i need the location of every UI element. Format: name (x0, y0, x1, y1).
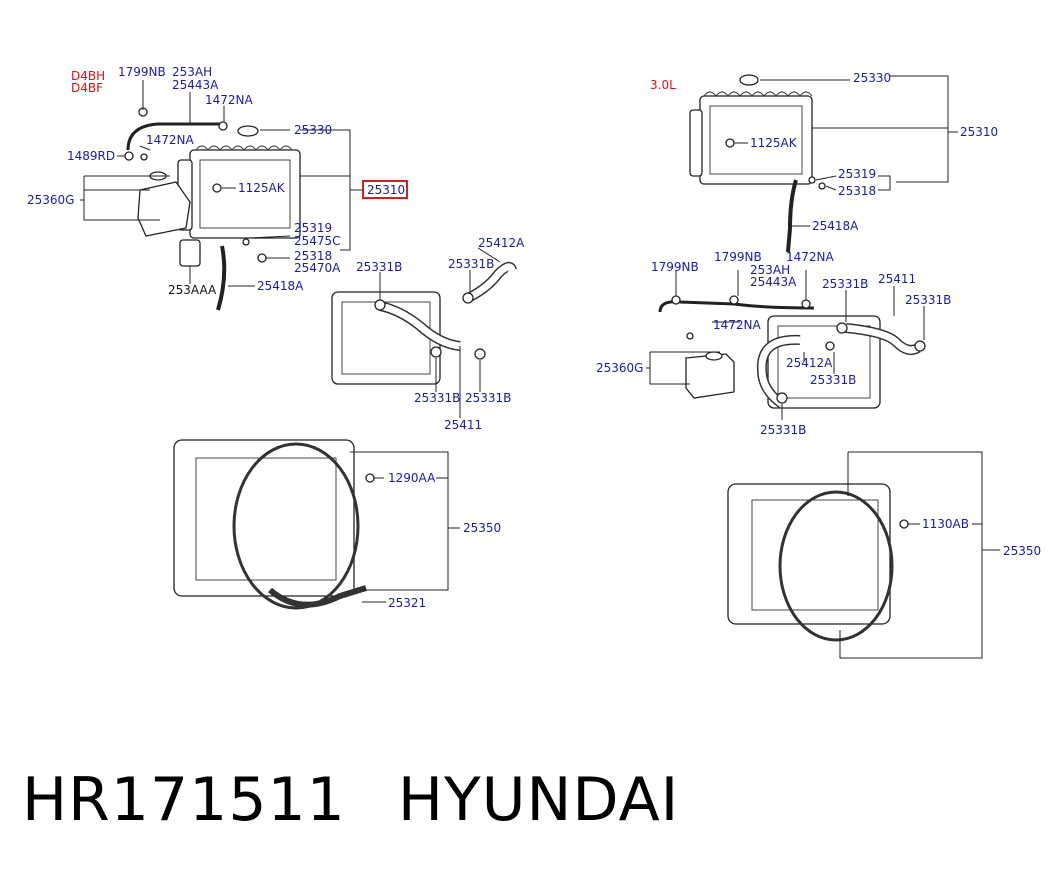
label-25418a-right: 25418A (812, 219, 859, 233)
variant-label-d4bh: D4BH (71, 69, 105, 83)
label-253aaa: 253AAA (168, 283, 217, 297)
label-25310-highlighted[interactable]: 25310 (367, 183, 405, 197)
label-25321: 25321 (388, 596, 426, 610)
label-25331b-4: 25331B (465, 391, 511, 405)
label-25330-right: 25330 (853, 71, 891, 85)
label-25331b-right-3: 25331B (810, 373, 856, 387)
label-1472na-2: 1472NA (146, 133, 195, 147)
label-25360g-right: 25360G (596, 361, 643, 375)
label-25331b: 25331B (356, 260, 402, 274)
label-1799nb: 1799NB (118, 65, 166, 79)
label-1472na-right-2: 1472NA (713, 318, 762, 332)
label-25330: 25330 (294, 123, 332, 137)
radiator-assembly-left (80, 80, 362, 311)
label-1799nb-right-2: 1799NB (714, 250, 762, 264)
label-1290aa: 1290AA (388, 471, 436, 485)
label-25411-right: 25411 (878, 272, 916, 286)
label-25331b-3: 25331B (414, 391, 460, 405)
label-1472na-right: 1472NA (786, 250, 835, 264)
label-25331b-right-2: 25331B (905, 293, 951, 307)
variant-label-3-0l: 3.0L (650, 78, 676, 92)
brand-name: HYUNDAI (397, 765, 680, 835)
label-1489rd: 1489RD (67, 149, 115, 163)
label-25318-right: 25318 (838, 184, 876, 198)
label-25350-right: 25350 (1003, 544, 1041, 558)
label-1130ab: 1130AB (922, 517, 969, 531)
label-1125ak-right: 1125AK (750, 136, 798, 150)
label-1125ak: 1125AK (238, 181, 286, 195)
parts-diagram: D4BH D4BF 1799NB 253AH 25443A 1472NA 147… (27, 65, 1041, 659)
label-1472na: 1472NA (205, 93, 254, 107)
highlight-box-25310 (362, 180, 408, 199)
label-25443a-right: 25443A (750, 275, 797, 289)
label-253ah-right: 253AH (750, 263, 790, 277)
label-25411: 25411 (444, 418, 482, 432)
label-25331b-right: 25331B (822, 277, 868, 291)
label-1799nb-right: 1799NB (651, 260, 699, 274)
label-25443a: 25443A (172, 78, 219, 92)
label-25470a: 25470A (294, 261, 341, 275)
label-25418a: 25418A (257, 279, 304, 293)
label-25331b-2: 25331B (448, 257, 494, 271)
label-25350: 25350 (463, 521, 501, 535)
label-25360g: 25360G (27, 193, 74, 207)
label-25319: 25319 (294, 221, 332, 235)
fan-shroud-left (173, 439, 460, 610)
label-25318: 25318 (294, 249, 332, 263)
label-25475c: 25475C (294, 234, 341, 248)
variant-label-d4bf: D4BF (71, 81, 103, 95)
label-25319-right: 25319 (838, 167, 876, 181)
label-25310-right: 25310 (960, 125, 998, 139)
label-25412a-right: 25412A (786, 356, 833, 370)
radiator-assembly-right (689, 74, 958, 253)
part-number: HR171511 (22, 765, 346, 835)
footer-caption: HR171511 HYUNDAI (22, 760, 731, 840)
hose-assembly-right (646, 270, 926, 420)
label-253ah: 253AH (172, 65, 212, 79)
label-25412a: 25412A (478, 236, 525, 250)
hose-assembly-left (331, 247, 517, 418)
fan-shroud-right (727, 451, 1000, 659)
label-25331b-right-4: 25331B (760, 423, 806, 437)
